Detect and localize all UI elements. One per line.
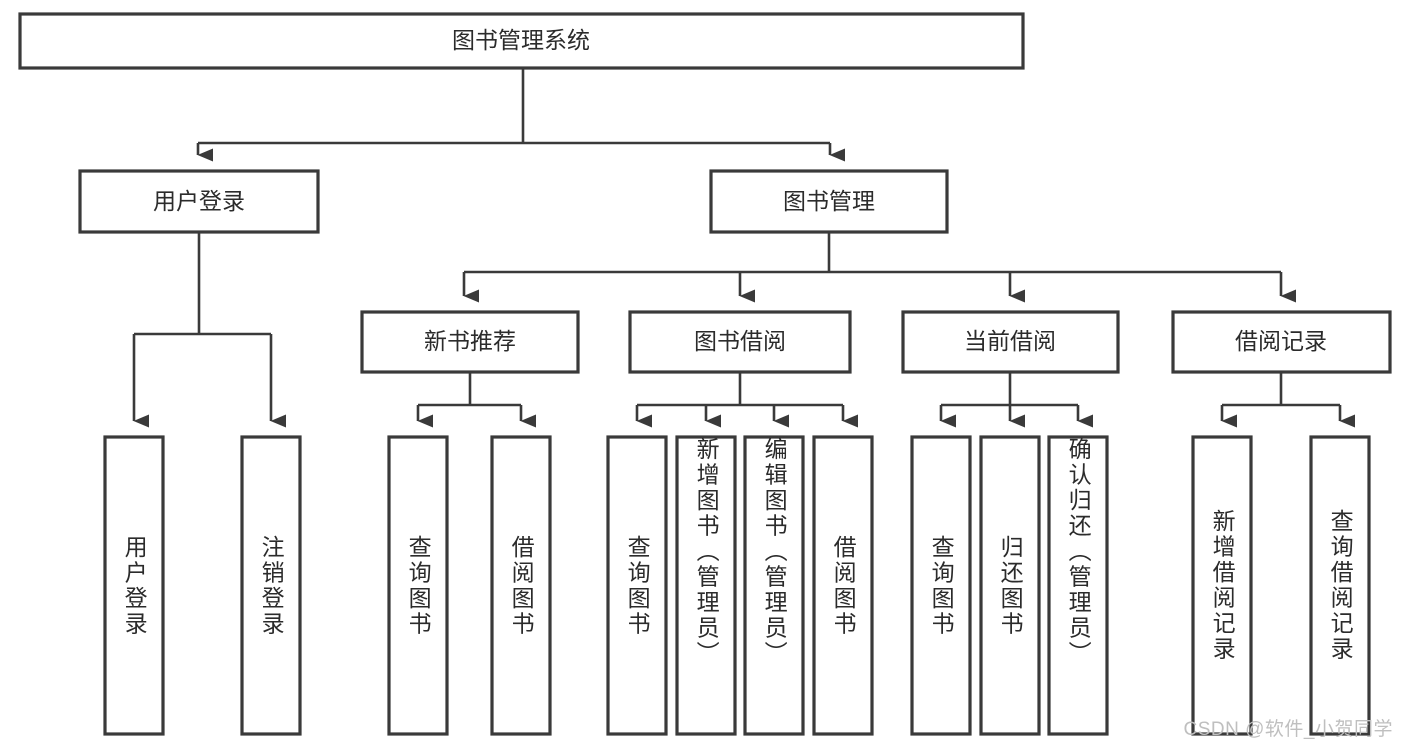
leaf-box-query-book-bb[interactable]: [606, 435, 668, 736]
csdn-watermark: CSDN @软件_小贺同学: [1183, 719, 1393, 740]
connector-bookmgmt-to-level3: [462, 232, 1296, 303]
connector-bookborrow-to-leaves: [635, 372, 858, 428]
leaf-box-query-book-nb[interactable]: [387, 435, 449, 736]
node-book-management[interactable]: 图书管理: [709, 169, 949, 234]
leaf-box-query-book-cb[interactable]: [910, 435, 972, 736]
leaf-box-add-book-admin[interactable]: [675, 435, 737, 736]
node-new-book-recommend-label: 新书推荐: [424, 328, 516, 354]
connector-userlogin-to-leaves: [132, 232, 286, 428]
node-root-label: 图书管理系统: [452, 27, 590, 53]
node-root[interactable]: 图书管理系统: [18, 12, 1025, 70]
leaf-box-query-borrow-record[interactable]: [1309, 435, 1371, 736]
leaf-box-logout[interactable]: [240, 435, 302, 736]
node-borrow-record[interactable]: 借阅记录: [1171, 310, 1392, 374]
leaf-box-add-borrow-record[interactable]: [1191, 435, 1253, 736]
leaf-box-borrow-book-nb[interactable]: [490, 435, 552, 736]
leaf-box-confirm-return-admin[interactable]: [1047, 435, 1109, 736]
node-current-borrow-label: 当前借阅: [964, 328, 1056, 354]
leaf-box-user-login[interactable]: [103, 435, 165, 736]
node-book-borrow[interactable]: 图书借阅: [628, 310, 852, 374]
node-book-borrow-label: 图书借阅: [694, 328, 786, 354]
leaf-box-return-book[interactable]: [979, 435, 1041, 736]
node-user-login-label: 用户登录: [153, 188, 245, 214]
node-new-book-recommend[interactable]: 新书推荐: [360, 310, 580, 374]
leaf-box-edit-book-admin[interactable]: [743, 435, 805, 736]
leaf-box-borrow-book-bb[interactable]: [812, 435, 874, 736]
connector-borrowrecord-to-leaves: [1220, 372, 1355, 428]
node-user-login[interactable]: 用户登录: [78, 169, 320, 234]
connector-root-to-level2: [196, 68, 845, 162]
connector-newbook-to-leaves: [416, 372, 536, 428]
node-current-borrow[interactable]: 当前借阅: [901, 310, 1120, 374]
connector-currentborrow-to-leaves: [939, 372, 1093, 428]
node-book-management-label: 图书管理: [783, 188, 875, 214]
node-borrow-record-label: 借阅记录: [1235, 328, 1327, 354]
